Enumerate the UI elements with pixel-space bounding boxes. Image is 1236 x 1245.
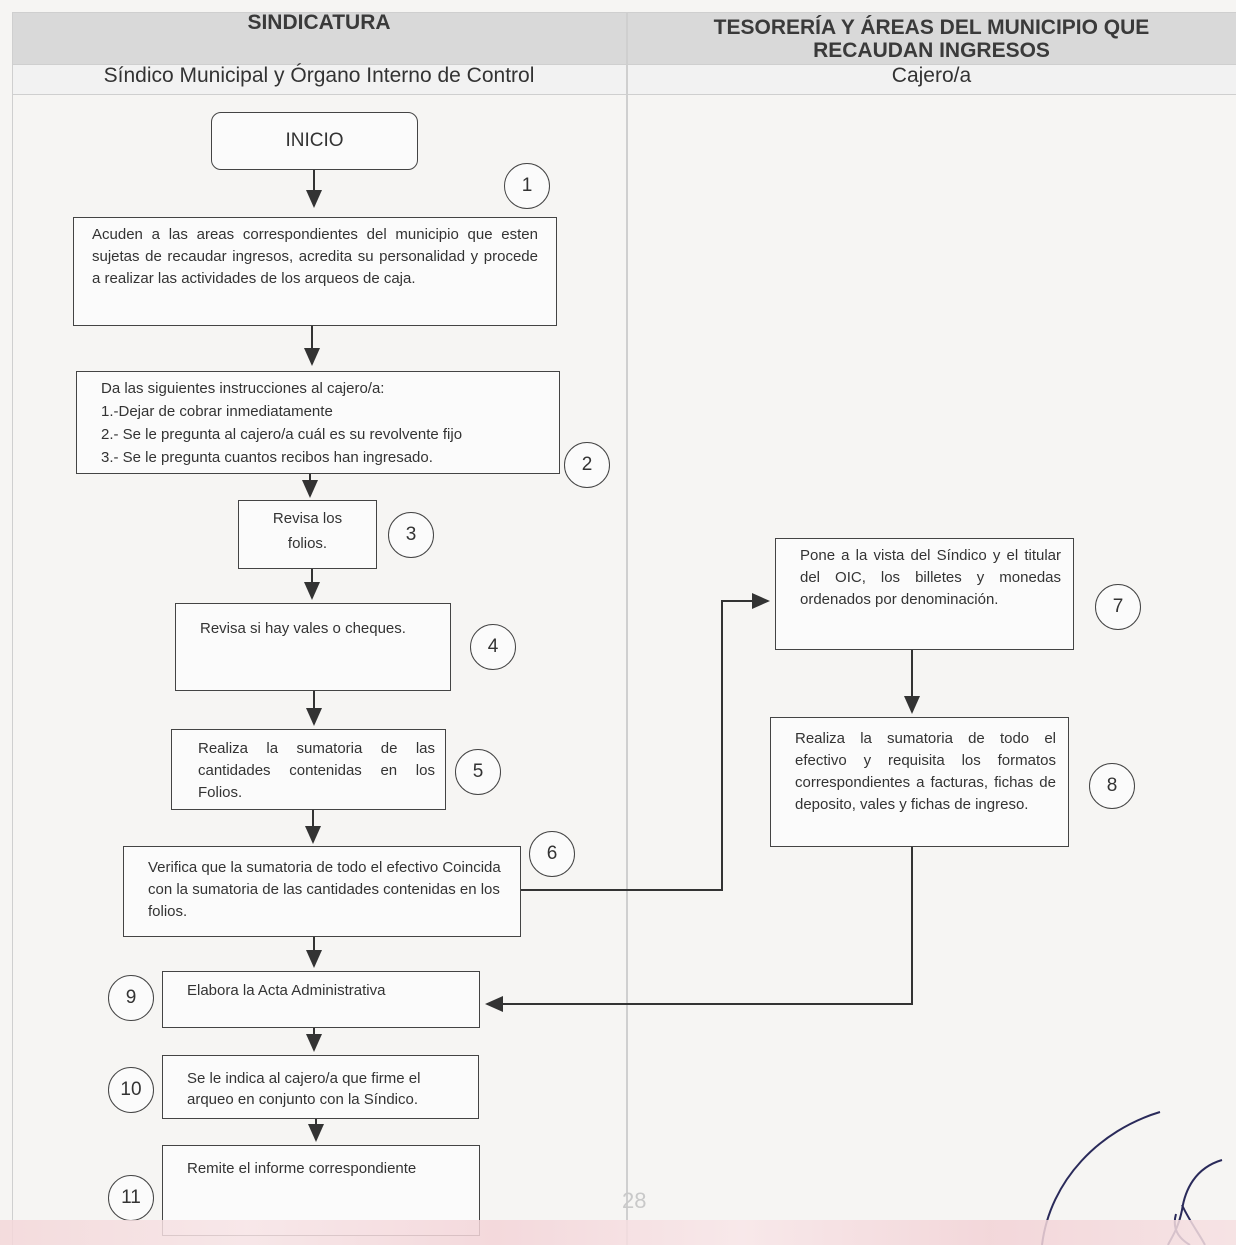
step-10-box: Se le indica al cajero/a que firme el ar… bbox=[162, 1055, 479, 1119]
border-top bbox=[12, 12, 1236, 13]
step-3-box: Revisa los folios. bbox=[238, 500, 377, 569]
header-band bbox=[12, 12, 1236, 64]
step-number-9: 9 bbox=[108, 975, 154, 1021]
step-number-10: 10 bbox=[108, 1067, 154, 1113]
step-number-1: 1 bbox=[504, 163, 550, 209]
step-2-line-3: 2.- Se le pregunta al cajero/a cuál es s… bbox=[101, 426, 463, 443]
step-number-2: 2 bbox=[564, 442, 610, 488]
header-divider bbox=[12, 64, 1236, 65]
decorative-footer-strip bbox=[0, 1220, 1236, 1245]
step-7-box: Pone a la vista del Síndico y el titular… bbox=[775, 538, 1074, 650]
step-number-8: 8 bbox=[1089, 763, 1135, 809]
role-divider bbox=[12, 94, 1236, 95]
step-number-5: 5 bbox=[455, 749, 501, 795]
step-6-box: Verifica que la sumatoria de todo el efe… bbox=[123, 846, 521, 937]
border-left bbox=[12, 12, 13, 1245]
column-divider bbox=[626, 12, 628, 1245]
step-number-6: 6 bbox=[529, 831, 575, 877]
step-number-3: 3 bbox=[388, 512, 434, 558]
column-title-tesoreria-line2: RECAUDAN INGRESOS bbox=[813, 39, 1050, 62]
step-2-line-4: 3.- Se le pregunta cuantos recibos han i… bbox=[101, 449, 433, 466]
step-5-box: Realiza la sumatoria de las cantidades c… bbox=[171, 729, 446, 810]
step-4-box: Revisa si hay vales o cheques. bbox=[175, 603, 451, 691]
page-number: 28 bbox=[622, 1188, 647, 1213]
arrow-8-to-9 bbox=[485, 847, 913, 1012]
step-3-line-1: Revisa los bbox=[272, 510, 343, 527]
step-2-box: Da las siguientes instrucciones al cajer… bbox=[76, 371, 560, 474]
step-1-box: Acuden a las areas correspondientes del … bbox=[73, 217, 557, 326]
role-band bbox=[12, 64, 1236, 94]
step-number-7: 7 bbox=[1095, 584, 1141, 630]
role-sindico: Síndico Municipal y Órgano Interno de Co… bbox=[103, 64, 535, 87]
column-title-sindicatura: SINDICATURA bbox=[247, 11, 391, 34]
arrow-6-to-7 bbox=[521, 593, 770, 891]
step-3-line-2: folios. bbox=[287, 535, 328, 552]
role-cajero: Cajero/a bbox=[891, 64, 972, 87]
step-9-box: Elabora la Acta Administrativa bbox=[162, 971, 480, 1028]
start-terminal: INICIO bbox=[211, 112, 418, 170]
step-8-box: Realiza la sumatoria de todo el efectivo… bbox=[770, 717, 1069, 847]
step-2-line-1: Da las siguientes instrucciones al cajer… bbox=[101, 380, 385, 397]
step-number-11: 11 bbox=[108, 1175, 154, 1221]
step-number-4: 4 bbox=[470, 624, 516, 670]
column-title-tesoreria-line1: TESORERÍA Y ÁREAS DEL MUNICIPIO QUE bbox=[713, 16, 1150, 39]
step-2-line-2: 1.-Dejar de cobrar inmediatamente bbox=[101, 403, 333, 420]
